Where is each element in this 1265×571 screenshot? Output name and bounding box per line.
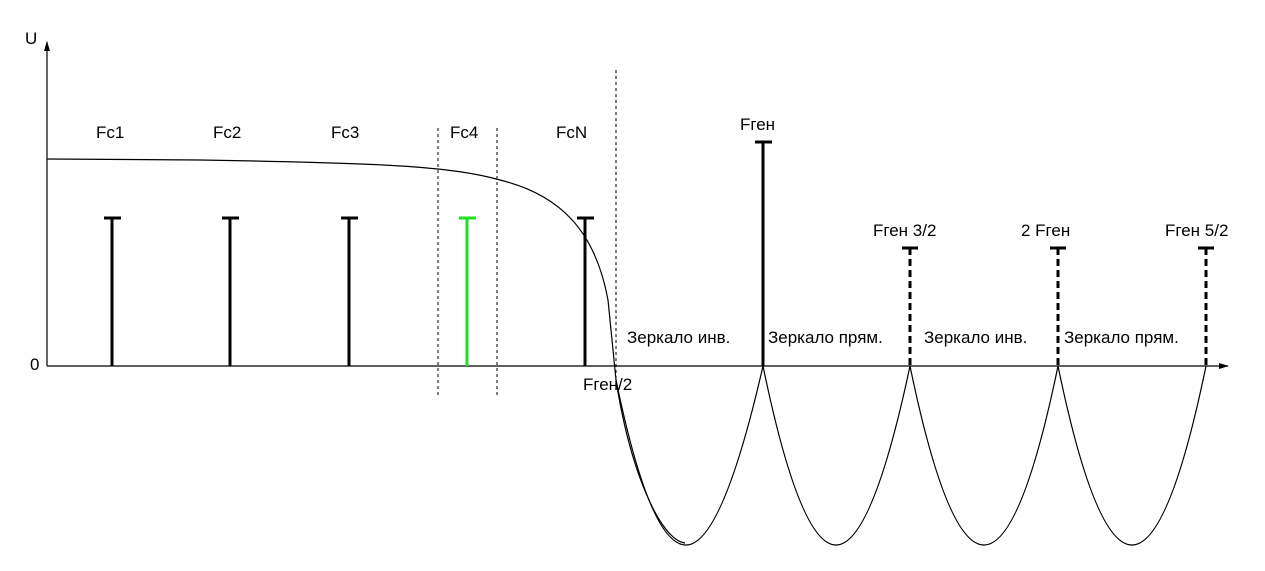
signal-label-fc1: Fc1	[96, 123, 124, 142]
gen-2-line	[1050, 246, 1066, 366]
signal-label-fc4: Fc4	[450, 123, 478, 142]
filter-response-curve	[46, 158, 686, 544]
mirror-lobe-1	[615, 365, 764, 546]
origin-label: 0	[30, 355, 39, 374]
half-gen-label: Fген/2	[583, 375, 632, 394]
gen-5-2-label: Fген 5/2	[1165, 221, 1228, 240]
mirror-zone-3-label: Зеркало инв.	[924, 328, 1027, 347]
signal-fc3	[341, 216, 358, 366]
mirror-zone-4-label: Зеркало прям.	[1064, 328, 1179, 347]
mirror-lobe-3	[909, 365, 1059, 546]
signal-label-fc3: Fc3	[331, 123, 359, 142]
signal-fc4	[459, 216, 476, 366]
y-axis-label: U	[25, 29, 37, 48]
mirror-lobe-4	[1057, 365, 1207, 546]
mirror-zone-1-label: Зеркало инв.	[627, 328, 730, 347]
signal-fcn	[577, 216, 594, 366]
signal-fc2	[222, 216, 239, 366]
gen-frequency-label: Fген	[740, 115, 775, 134]
signal-fc1	[104, 216, 121, 366]
gen-5-2-line	[1198, 246, 1214, 366]
mirror-lobe-2	[762, 365, 911, 546]
mirror-zone-2-label: Зеркало прям.	[768, 328, 883, 347]
signal-label-fcn: FcN	[556, 123, 587, 142]
gen-3-2-line	[902, 246, 918, 366]
gen-3-2-label: Fген 3/2	[873, 221, 936, 240]
signal-label-fc2: Fc2	[213, 123, 241, 142]
gen-frequency-line	[755, 140, 772, 366]
gen-2-label: 2 Fген	[1021, 221, 1070, 240]
